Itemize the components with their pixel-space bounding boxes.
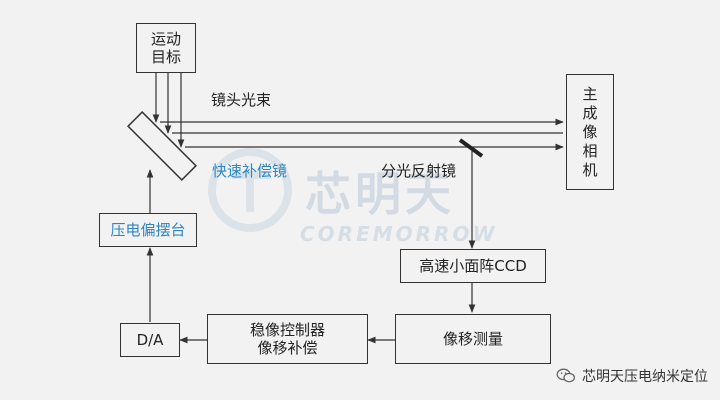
controller-line1: 稳像控制器 — [249, 321, 325, 339]
watermark-cn: 芯明天 — [305, 167, 455, 221]
ccd-box: 高速小面阵CCD — [400, 249, 546, 283]
controller-line2: 像移补偿 — [257, 339, 318, 357]
wechat-icon — [556, 368, 576, 383]
moving-target-line2: 目标 — [150, 48, 181, 66]
fast-mirror-shape — [126, 110, 198, 182]
splitter-label: 分光反射镜 — [381, 162, 457, 180]
main-camera-char1: 主 — [582, 84, 598, 103]
main-camera-box: 主 成 像 相 机 — [566, 74, 614, 190]
piezo-stage-box: 压电偏摆台 — [99, 213, 197, 247]
footer-text: 芯明天压电纳米定位 — [582, 369, 708, 385]
da-box: D/A — [120, 323, 180, 357]
main-camera-char2: 成 — [582, 103, 598, 122]
moving-target-line1: 运动 — [150, 30, 181, 48]
main-camera-char3: 像 — [582, 122, 598, 141]
watermark-en: COREMORROW — [300, 222, 498, 246]
moving-target-box: 运动 目标 — [136, 23, 196, 73]
watermark-logo-icon — [208, 148, 292, 232]
motion-measure-box: 像移测量 — [395, 314, 551, 364]
splitter-mirror-shape — [458, 138, 484, 158]
controller-box: 稳像控制器 像移补偿 — [207, 314, 368, 364]
footer-brand: 芯明天压电纳米定位 — [556, 366, 708, 386]
main-camera-char5: 机 — [582, 160, 598, 179]
fast-mirror-label: 快速补偿镜 — [212, 162, 288, 180]
lens-beam-label: 镜头光束 — [211, 91, 272, 109]
main-camera-char4: 相 — [582, 141, 598, 160]
